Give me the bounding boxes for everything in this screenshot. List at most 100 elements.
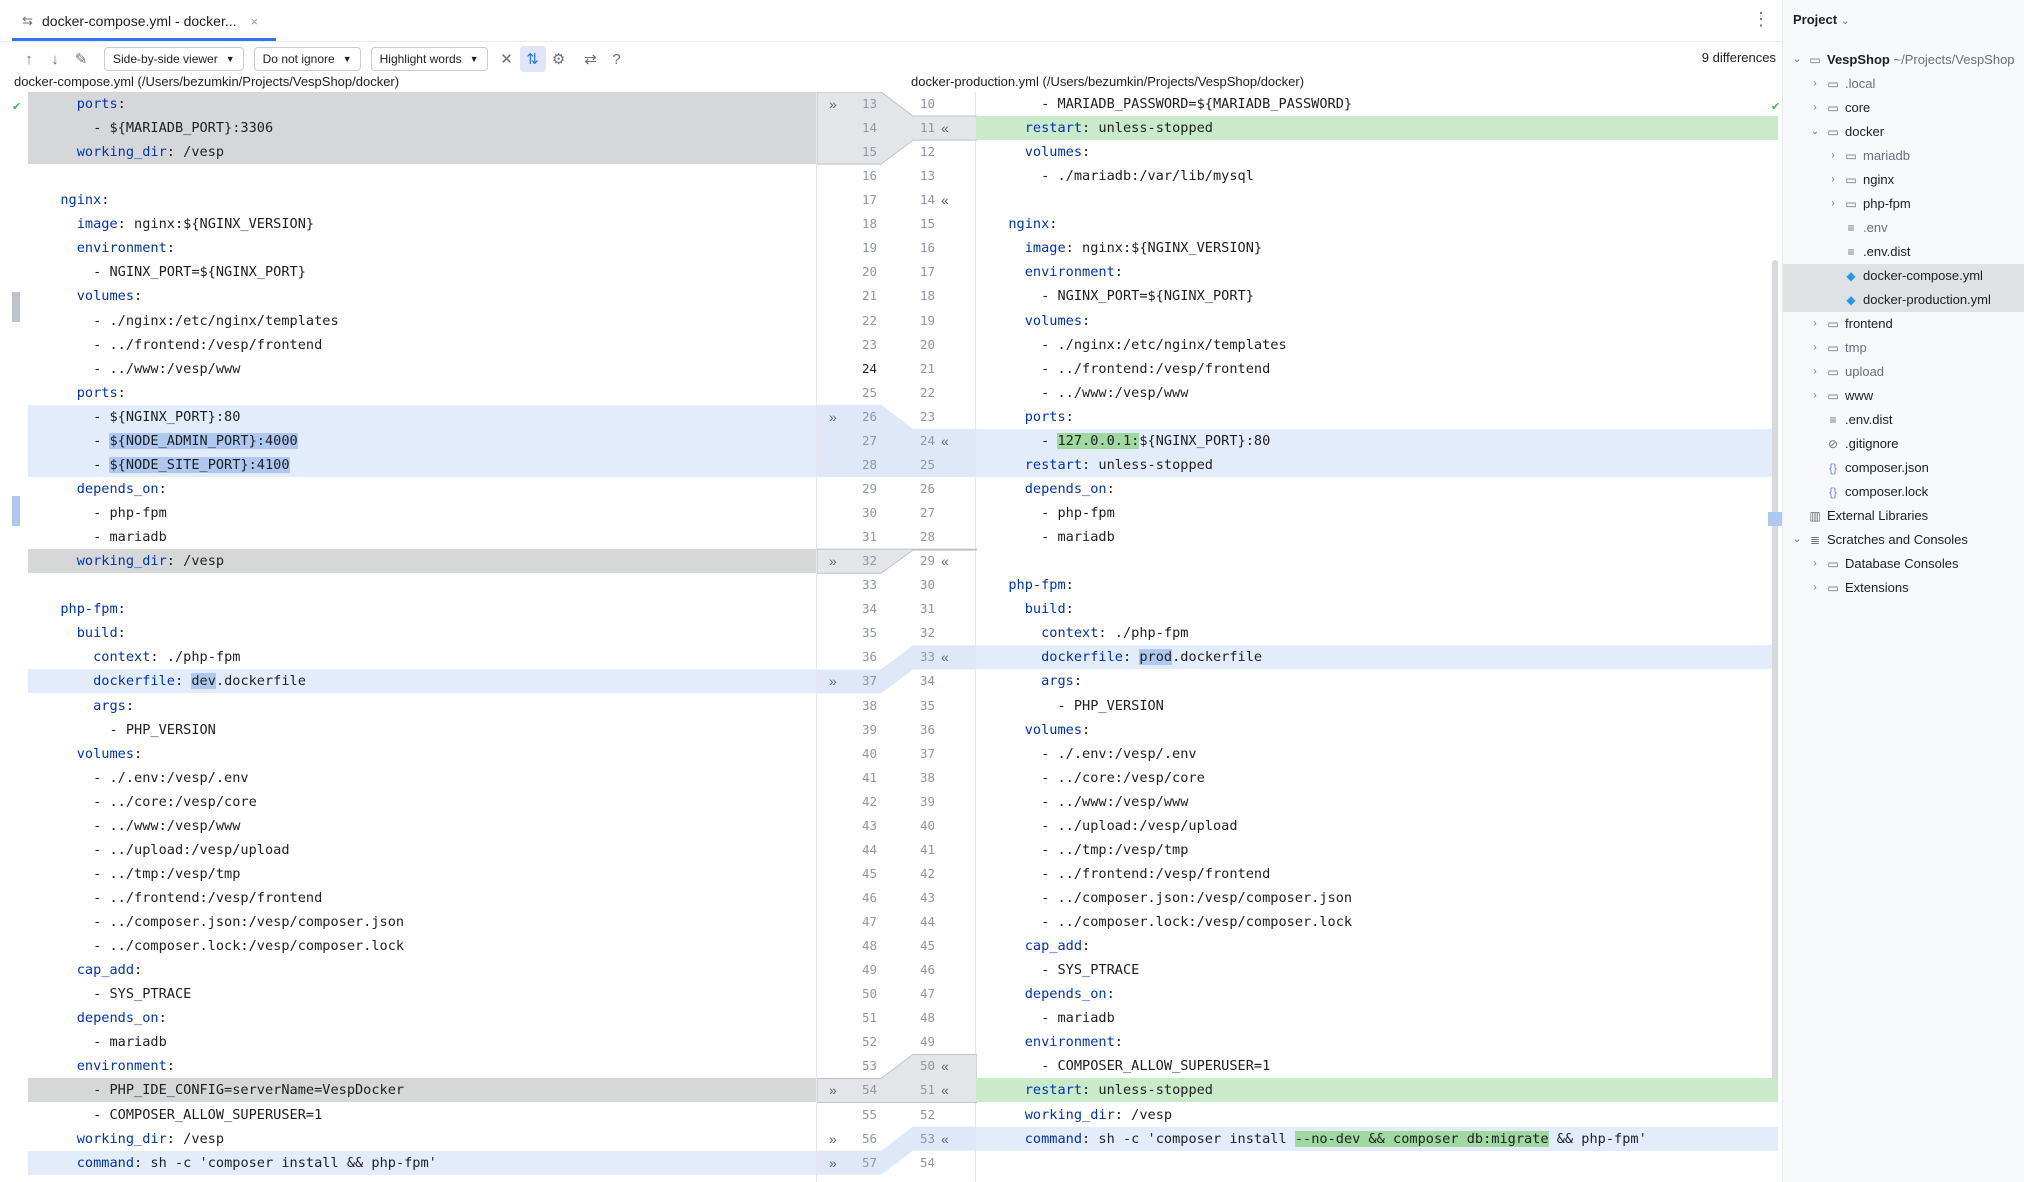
apply-change-left-icon[interactable]: « xyxy=(941,432,949,449)
tree-item[interactable]: ›▭upload xyxy=(1783,360,2024,384)
right-line-number: 41 xyxy=(919,841,935,857)
tree-item[interactable]: ›▭tmp xyxy=(1783,336,2024,360)
left-code-line xyxy=(28,164,816,188)
left-pane[interactable]: ports: - ${MARIADB_PORT}:3306 working_di… xyxy=(28,92,816,1182)
apply-change-right-icon[interactable]: » xyxy=(829,553,837,570)
tree-item-label: upload xyxy=(1845,364,1885,379)
tree-item[interactable]: ≡.env xyxy=(1783,216,2024,240)
chevron-right-icon[interactable]: › xyxy=(1813,582,1817,593)
apply-change-right-icon[interactable]: » xyxy=(829,408,837,425)
left-line-number: 32 xyxy=(861,553,877,569)
tree-item-label: .env.dist xyxy=(1863,244,1911,259)
tree-item[interactable]: ›▭Extensions xyxy=(1783,576,2024,600)
apply-change-left-icon[interactable]: « xyxy=(941,649,949,666)
tree-item[interactable]: ◆docker-production.yml xyxy=(1783,288,2024,312)
folder-icon: ▭ xyxy=(1809,53,1821,67)
right-code-line: - ./mariadb:/var/lib/mysql xyxy=(992,168,1254,185)
chevron-right-icon[interactable]: › xyxy=(1813,342,1817,353)
tree-item[interactable]: {}composer.json xyxy=(1783,456,2024,480)
tree-item[interactable]: {}composer.lock xyxy=(1783,480,2024,504)
sync-scroll-icon[interactable]: ⇅ xyxy=(519,46,546,72)
next-difference-icon[interactable]: ↓ xyxy=(51,50,59,68)
left-code-line: - mariadb xyxy=(44,1034,167,1051)
swap-sides-icon[interactable]: ⇄ xyxy=(584,51,597,68)
chevron-down-icon[interactable]: ⌄ xyxy=(1792,534,1802,545)
tree-item[interactable]: ›▭.local xyxy=(1783,72,2024,96)
apply-change-right-icon[interactable]: » xyxy=(829,1154,837,1171)
tree-item[interactable]: ›▭www xyxy=(1783,384,2024,408)
left-code-line: - ../www:/vesp/www xyxy=(44,817,241,834)
chevron-right-icon[interactable]: › xyxy=(1813,558,1817,569)
tree-item[interactable]: ›▭frontend xyxy=(1783,312,2024,336)
change-highlight xyxy=(976,452,1778,477)
right-code-line xyxy=(976,1151,1778,1175)
tree-item[interactable]: ≡.env.dist xyxy=(1783,240,2024,264)
chevron-right-icon[interactable]: › xyxy=(1813,318,1817,329)
tree-item[interactable]: ›▭mariadb xyxy=(1783,144,2024,168)
right-line-number: 49 xyxy=(919,1034,935,1050)
ignore-dropdown[interactable]: Do not ignore▼ xyxy=(253,47,361,71)
tab-diff[interactable]: ⇆ docker-compose.yml - docker... × xyxy=(12,0,276,42)
diff-connector xyxy=(817,92,977,165)
help-icon[interactable]: ? xyxy=(612,50,621,68)
chevron-right-icon[interactable]: › xyxy=(1813,390,1817,401)
apply-change-left-icon[interactable]: « xyxy=(941,1082,949,1099)
scrollbar-thumb[interactable] xyxy=(1772,260,1778,1080)
tree-item-label: php-fpm xyxy=(1863,196,1911,211)
tree-root[interactable]: ⌄ ▭ VespShop ~/Projects/VespShop xyxy=(1783,48,2024,72)
tree-item[interactable]: ⊘.gitignore xyxy=(1783,432,2024,456)
apply-change-right-icon[interactable]: » xyxy=(829,1082,837,1099)
tree-item[interactable]: ›▭Database Consoles xyxy=(1783,552,2024,576)
tree-item[interactable]: ▥External Libraries xyxy=(1783,504,2024,528)
tree-item[interactable]: ›▭php-fpm xyxy=(1783,192,2024,216)
left-line-number: 23 xyxy=(861,336,877,352)
apply-change-right-icon[interactable]: » xyxy=(829,673,837,690)
chevron-right-icon[interactable]: › xyxy=(1813,366,1817,377)
previous-difference-icon[interactable]: ↑ xyxy=(25,50,33,68)
left-code-line: build: xyxy=(76,625,126,642)
tree-item[interactable]: ›▭core xyxy=(1783,96,2024,120)
folder-icon: ▭ xyxy=(1827,557,1839,571)
apply-change-left-icon[interactable]: « xyxy=(941,120,949,137)
diff-connectors xyxy=(817,92,977,1175)
highlight-dropdown[interactable]: Highlight words▼ xyxy=(370,47,488,71)
apply-change-left-icon[interactable]: « xyxy=(941,553,949,570)
project-header[interactable]: Project⌄ xyxy=(1793,12,1849,27)
tree-item[interactable]: ⌄≣Scratches and Consoles xyxy=(1783,528,2024,552)
tree-item[interactable]: ≡.env.dist xyxy=(1783,408,2024,432)
apply-change-left-icon[interactable]: « xyxy=(941,1058,949,1075)
settings-gear-icon[interactable]: ⚙ xyxy=(551,51,566,68)
chevron-right-icon[interactable]: › xyxy=(1813,78,1817,89)
tree-item[interactable]: ⌄▭docker xyxy=(1783,120,2024,144)
chevron-right-icon[interactable]: › xyxy=(1831,150,1835,161)
viewer-dropdown[interactable]: Side-by-side viewer▼ xyxy=(104,47,244,71)
highlight-label: Highlight words xyxy=(379,52,462,66)
apply-change-right-icon[interactable]: » xyxy=(829,96,837,112)
chevron-right-icon[interactable]: › xyxy=(1831,198,1835,209)
chevron-right-icon[interactable]: › xyxy=(1831,174,1835,185)
right-code-line: - ../composer.json:/vesp/composer.json xyxy=(992,889,1353,906)
change-highlight xyxy=(28,1150,816,1175)
right-code-line: volumes: xyxy=(1024,721,1091,738)
left-line-number: 27 xyxy=(861,432,877,448)
apply-change-left-icon[interactable]: « xyxy=(941,192,949,209)
right-line-number: 35 xyxy=(919,697,935,713)
tree-item-label: mariadb xyxy=(1863,148,1910,163)
right-line-number: 21 xyxy=(919,360,935,376)
edit-source-icon[interactable]: ✎ xyxy=(74,51,88,68)
chevron-right-icon[interactable]: › xyxy=(1813,102,1817,113)
ignore-label: Do not ignore xyxy=(262,52,335,66)
apply-change-right-icon[interactable]: » xyxy=(829,1130,837,1147)
tree-item[interactable]: ◆docker-compose.yml xyxy=(1783,264,2024,288)
chevron-down-icon[interactable]: ⌄ xyxy=(1810,126,1820,137)
more-options-icon[interactable]: ⋮ xyxy=(1752,9,1770,29)
tree-item[interactable]: ›▭nginx xyxy=(1783,168,2024,192)
right-scrollbar[interactable]: ✔ xyxy=(1768,92,1782,1182)
right-pane[interactable]: - MARIADB_PASSWORD=${MARIADB_PASSWORD} r… xyxy=(976,92,1778,1182)
left-line-number: 37 xyxy=(861,673,877,689)
apply-change-left-icon[interactable]: « xyxy=(941,1130,949,1147)
library-icon: ▥ xyxy=(1809,509,1821,523)
close-icon[interactable]: × xyxy=(250,13,259,29)
collapse-unchanged-icon[interactable]: ✕ xyxy=(500,51,513,68)
